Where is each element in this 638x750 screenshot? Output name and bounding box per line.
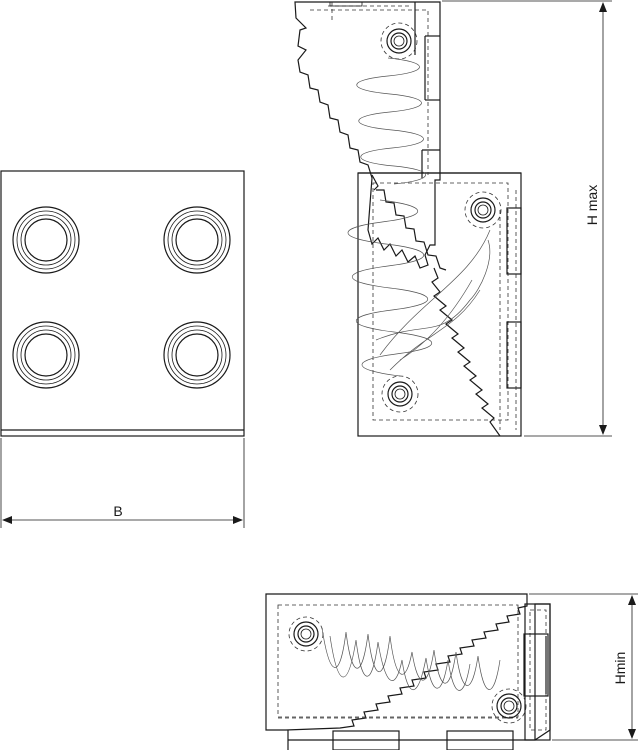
bolt-hole-top-right (163, 206, 231, 274)
screw-top (380, 22, 418, 60)
lower-wedge-edge (431, 267, 501, 437)
spring-diagonal (375, 229, 491, 371)
bolt-hole-bottom-left (12, 321, 80, 389)
lower-housing-outline (357, 172, 522, 437)
dimension-h-max: H max (442, 0, 612, 437)
dimension-label-b: B (113, 503, 122, 519)
guide-slot-upper (506, 207, 522, 275)
bolt-hole-top-left (12, 206, 80, 274)
bolt-hole-bottom-right (163, 321, 231, 389)
base-slot-right (446, 730, 514, 750)
base-slot-left (332, 730, 400, 750)
side-view-extended: H max (294, 0, 612, 437)
dimension-label-h-min: Hmin (612, 652, 628, 685)
screw-middle (464, 191, 502, 229)
screw-bottom (381, 375, 419, 413)
guide-slot-lower (506, 321, 522, 389)
upper-wedge-outline (294, 1, 441, 269)
collapsed-screw-right (491, 688, 527, 724)
dimension-h-min: Hmin (529, 593, 638, 741)
front-view: B (0, 170, 245, 528)
side-view-collapsed: Hmin (265, 593, 638, 750)
spring-upper (356, 57, 426, 185)
collapsed-upper-outline (265, 593, 528, 731)
collapsed-screw-left (288, 616, 324, 652)
collapsed-spring (321, 627, 501, 690)
dimension-b: B (0, 438, 245, 528)
dimension-label-h-max: H max (584, 185, 600, 225)
front-block-outline (0, 170, 245, 437)
